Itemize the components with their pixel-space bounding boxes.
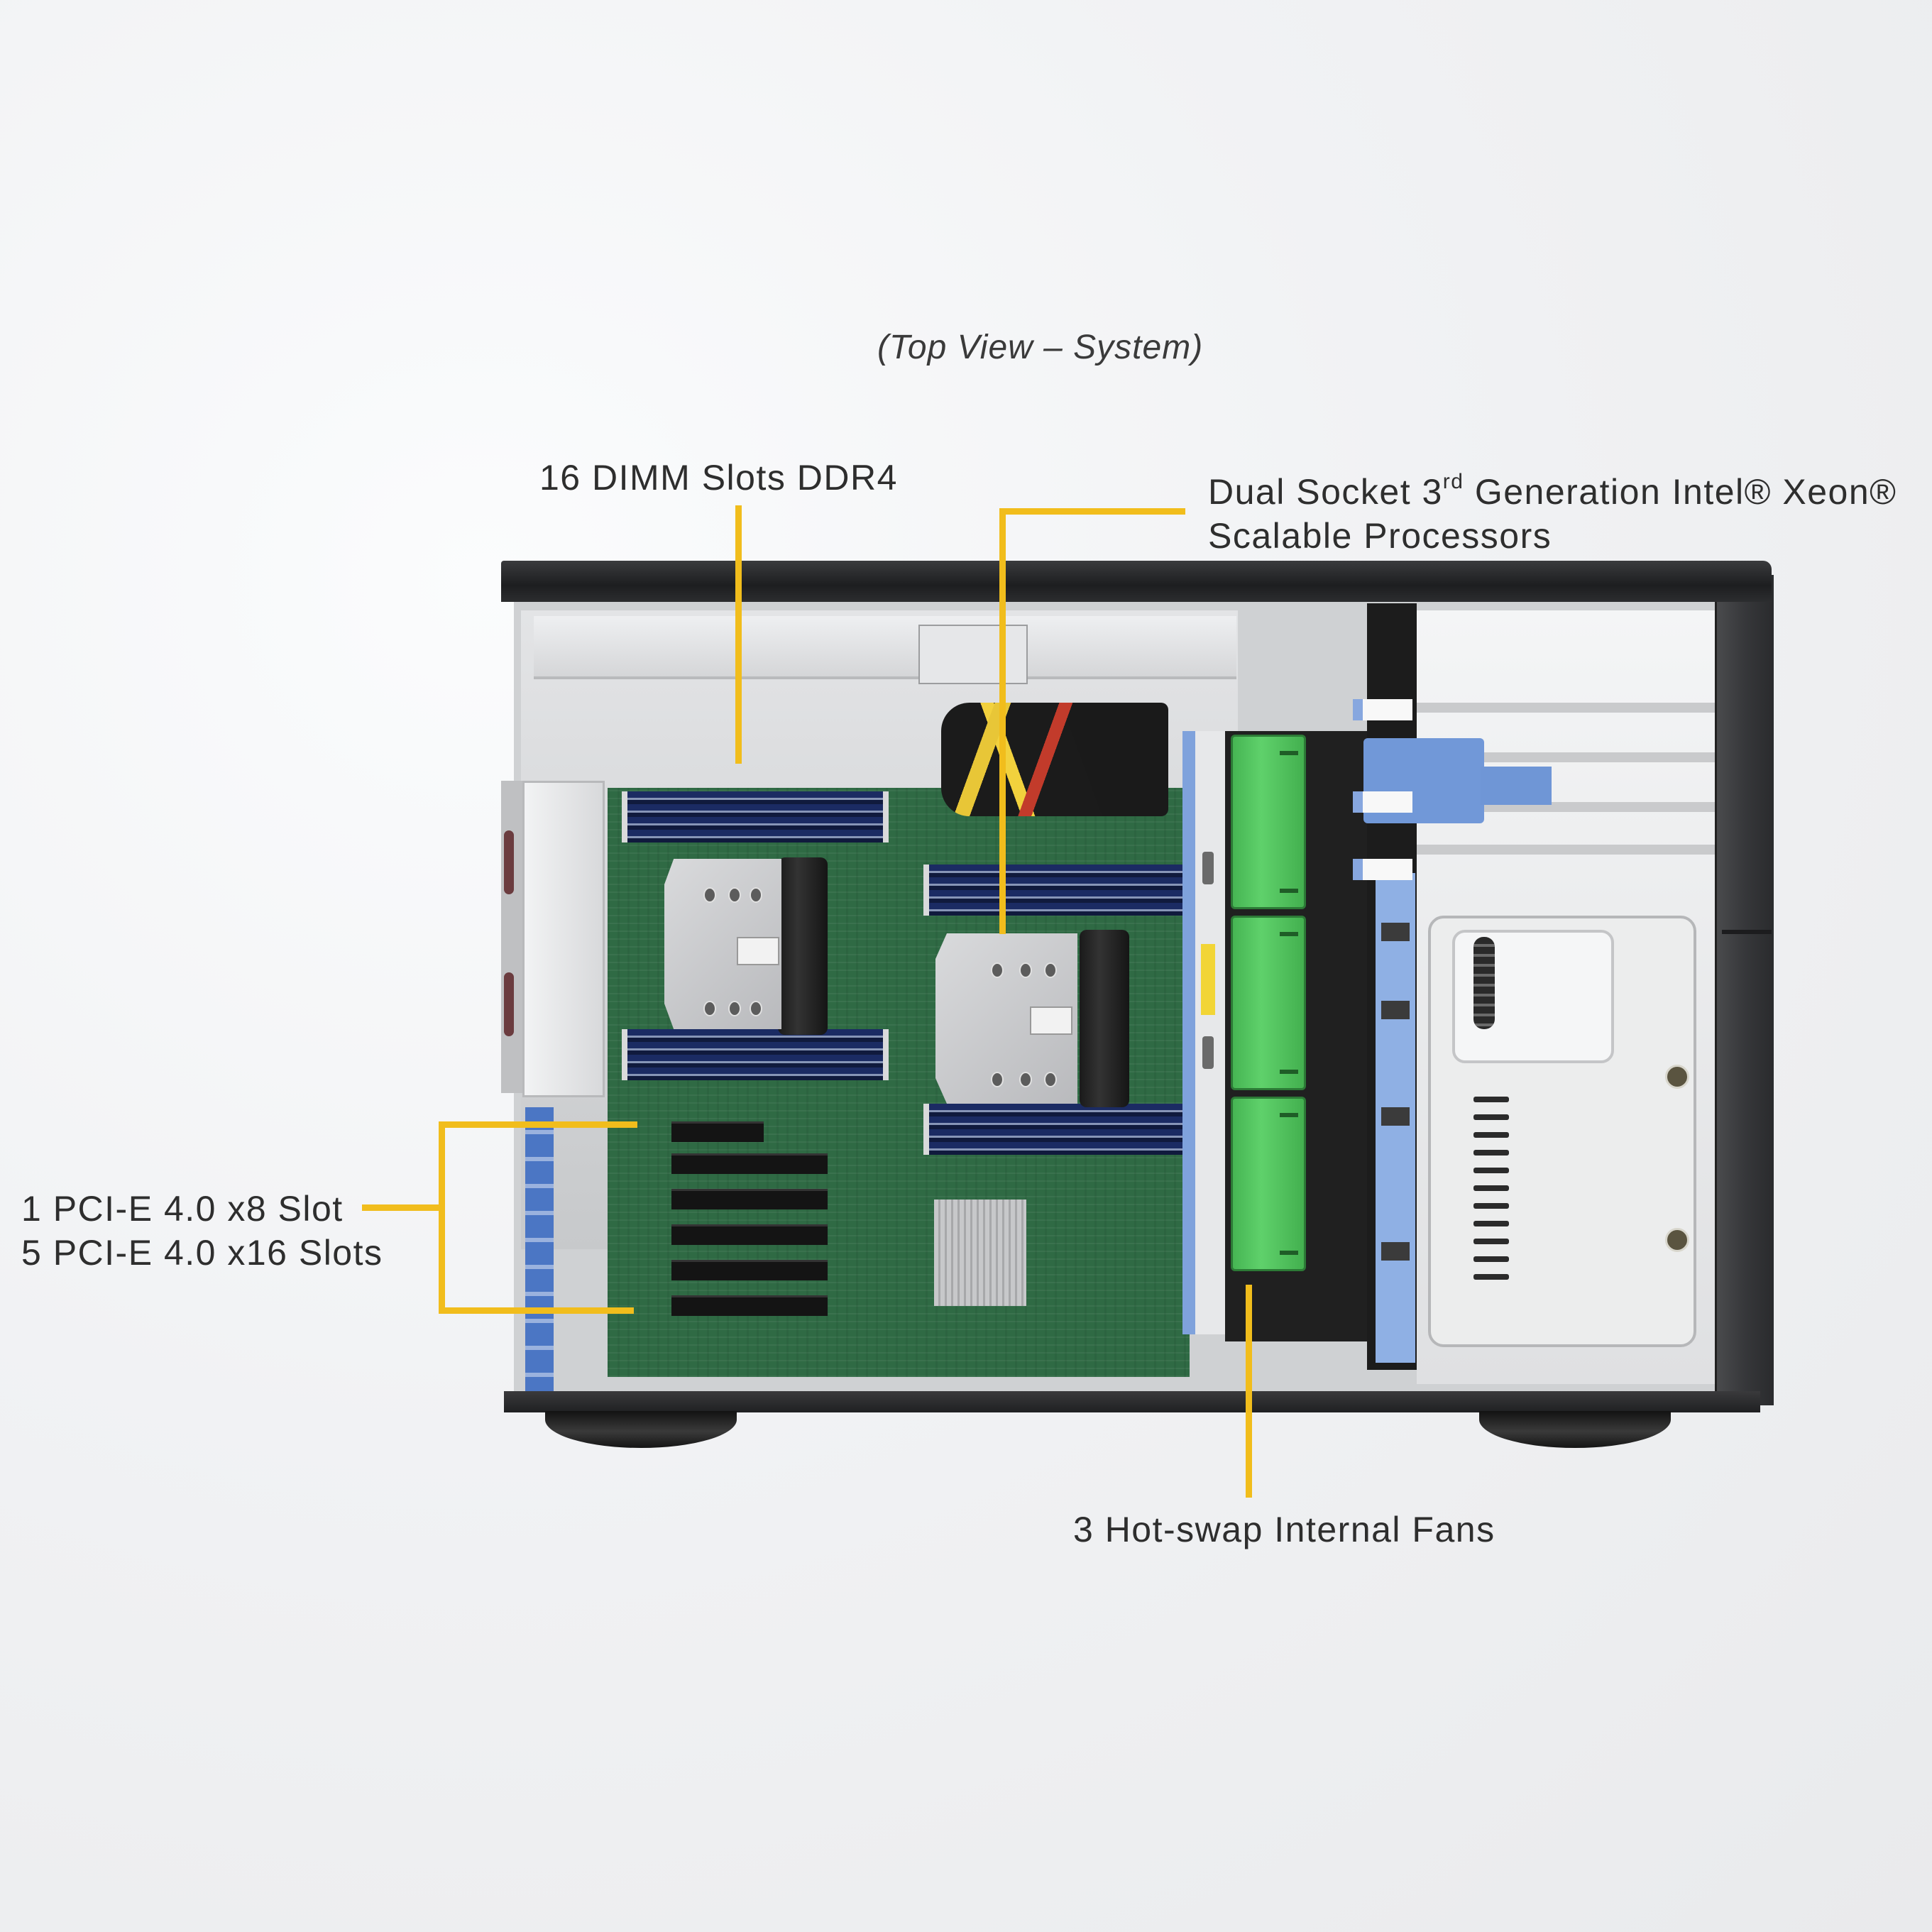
callout-dimm-leader xyxy=(735,505,742,764)
front-drive-cage xyxy=(522,781,605,1097)
power-cable-bundle xyxy=(941,703,1168,816)
screw-icon xyxy=(1019,1072,1032,1087)
vent-slot xyxy=(1473,1221,1509,1226)
callout-pcie-leader-stub xyxy=(362,1204,444,1211)
rear-io-brackets xyxy=(525,1107,554,1391)
hot-swap-fan-1 xyxy=(1231,735,1306,909)
chipset-heatsink xyxy=(934,1200,1026,1306)
bay-slat xyxy=(1417,703,1715,713)
thumbscrew-icon xyxy=(1665,1228,1689,1252)
psu-connector-bracket xyxy=(918,625,1028,684)
chassis-foot-left xyxy=(545,1411,737,1448)
cpu1-heatsink-label xyxy=(737,937,779,965)
vent-slot xyxy=(1473,1097,1509,1102)
hot-swap-fan-3 xyxy=(1231,1097,1306,1271)
psu-vent-slot xyxy=(1473,937,1495,1029)
diagram-caption: (Top View – System) xyxy=(877,329,1204,366)
vent-slot xyxy=(1473,1114,1509,1120)
screw-icon xyxy=(991,1072,1004,1087)
vent-slot xyxy=(1473,1132,1509,1138)
cpu1-heatsink-fan xyxy=(778,857,828,1035)
screw-icon xyxy=(750,887,762,903)
chassis-bottom-rail xyxy=(504,1391,1760,1412)
vent-slot xyxy=(1473,1203,1509,1209)
screw-icon xyxy=(728,887,741,903)
callout-pcie-leader-bottom xyxy=(439,1307,634,1314)
screw-icon xyxy=(728,1001,741,1016)
panel-seam xyxy=(1722,930,1772,934)
callout-fans-label: 3 Hot-swap Internal Fans xyxy=(1073,1510,1495,1549)
pcie-x16-slot xyxy=(671,1153,828,1174)
drive-tray-clip xyxy=(1353,859,1412,880)
dimm-bank-cpu2-top xyxy=(923,865,1190,916)
drive-guide-blue xyxy=(1376,873,1415,1363)
vent-slot xyxy=(1473,1274,1509,1280)
pcie-x8-slot xyxy=(671,1121,764,1142)
callout-cpu-line2: Scalable Processors xyxy=(1208,516,1552,556)
hot-swap-fan-2 xyxy=(1231,916,1306,1090)
screw-icon xyxy=(991,962,1004,978)
bay-slat xyxy=(1417,752,1715,762)
vent-slot xyxy=(1473,1185,1509,1191)
chassis-right-panel xyxy=(1715,575,1774,1405)
callout-cpu-leader-h xyxy=(999,508,1185,515)
callout-dimm-label: 16 DIMM Slots DDR4 xyxy=(539,458,898,498)
callout-cpu-leader-v xyxy=(999,508,1006,934)
callout-cpu-line1-sup: rd xyxy=(1442,470,1464,493)
dimm-bank-cpu2-bottom xyxy=(923,1104,1190,1155)
drive-tray-clip xyxy=(1353,699,1412,720)
callout-pcie-leader-bracket xyxy=(439,1121,445,1313)
pcie-x16-slot xyxy=(671,1260,828,1280)
upper-drive-tray xyxy=(534,616,1236,679)
callout-pcie-leader-top xyxy=(439,1121,637,1128)
vent-slot xyxy=(1473,1239,1509,1244)
bay-slat xyxy=(1417,845,1715,855)
cpu2-heatsink-fan xyxy=(1080,930,1129,1107)
screw-icon xyxy=(1019,962,1032,978)
vent-slot xyxy=(1473,1150,1509,1156)
chassis-foot-right xyxy=(1479,1411,1671,1448)
cpu2-heatsink-label xyxy=(1030,1006,1072,1035)
callout-fans-leader xyxy=(1246,1285,1252,1498)
callout-pcie-line1: 1 PCI-E 4.0 x8 Slot xyxy=(21,1189,344,1229)
front-bezel-edge xyxy=(501,781,522,1093)
thumbscrew-icon xyxy=(1665,1065,1689,1089)
callout-pcie-line2: 5 PCI-E 4.0 x16 Slots xyxy=(21,1233,383,1273)
callout-cpu-line1-pre: Dual Socket 3 xyxy=(1208,472,1443,512)
dimm-bank-cpu1-top xyxy=(622,791,889,842)
dimm-bank-cpu1-bottom xyxy=(622,1029,889,1080)
drive-tray-clip xyxy=(1353,791,1412,813)
chassis-top-rail xyxy=(501,561,1772,602)
callout-pcie-label: 1 PCI-E 4.0 x8 Slot 5 PCI-E 4.0 x16 Slot… xyxy=(21,1187,383,1275)
vent-slot xyxy=(1473,1168,1509,1173)
pcie-x16-slot xyxy=(671,1189,828,1209)
blue-connector-tail xyxy=(1481,767,1552,805)
screw-icon xyxy=(1044,962,1057,978)
screw-icon xyxy=(750,1001,762,1016)
callout-cpu-line1-post: Generation Intel® Xeon® xyxy=(1464,472,1897,512)
server-chassis xyxy=(501,561,1774,1448)
callout-cpu-label: Dual Socket 3rd Generation Intel® Xeon® … xyxy=(1208,470,1897,558)
pcie-x16-slot xyxy=(671,1224,828,1245)
screw-icon xyxy=(703,887,716,903)
screw-icon xyxy=(703,1001,716,1016)
screw-icon xyxy=(1044,1072,1057,1087)
vent-slot xyxy=(1473,1256,1509,1262)
pcie-x16-slot xyxy=(671,1295,828,1316)
